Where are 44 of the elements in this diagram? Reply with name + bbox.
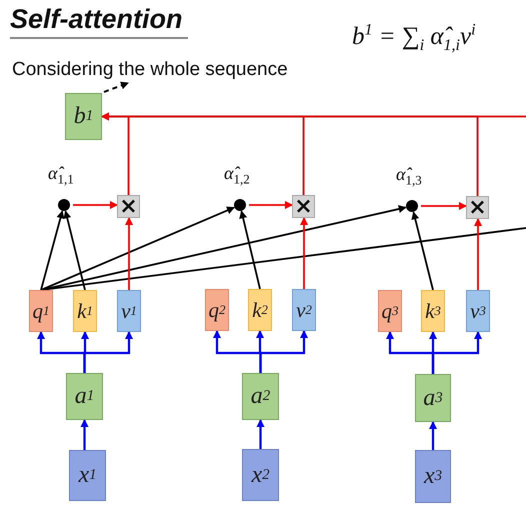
value-box: v$^{2}$ bbox=[292, 289, 316, 331]
key-box: k$^{3}$ bbox=[421, 290, 445, 332]
multiply-box: × bbox=[292, 195, 315, 218]
arrow bbox=[40, 206, 235, 291]
arrow bbox=[239, 210, 261, 290]
embedding-box: a$^{1}$ bbox=[66, 373, 103, 420]
arrow bbox=[249, 201, 293, 209]
arrow bbox=[300, 217, 308, 289]
formula: b$^{1}$ = ∑$_{i}$ α̂$_{1,i}$v$^{i}$ bbox=[352, 22, 476, 56]
attention-score-label: α̂$_{1,3}$ bbox=[396, 164, 422, 189]
key-box: k$^{1}$ bbox=[73, 290, 97, 332]
multiply-box: × bbox=[117, 195, 140, 218]
attention-score-label: α̂$_{1,1}$ bbox=[48, 163, 74, 188]
arrow bbox=[73, 201, 118, 209]
embedding-box: a$^{3}$ bbox=[415, 374, 451, 422]
title: Self-attention bbox=[10, 4, 188, 39]
arrow bbox=[256, 419, 264, 449]
arrow bbox=[83, 331, 133, 373]
value-box: v$^{1}$ bbox=[117, 290, 141, 332]
value-box: v$^{3}$ bbox=[466, 290, 490, 332]
arrow bbox=[259, 330, 308, 373]
arrow bbox=[101, 112, 526, 120]
arrow bbox=[474, 218, 482, 290]
input-box: x$^{1}$ bbox=[69, 450, 106, 501]
caption-text: Considering the whole sequence bbox=[12, 58, 288, 82]
multiply-box: × bbox=[466, 196, 489, 219]
dashed-arrow bbox=[104, 82, 129, 93]
arrow bbox=[411, 211, 434, 290]
query-box: q$^{2}$ bbox=[205, 289, 229, 331]
arrow bbox=[429, 421, 437, 450]
embedding-box: a$^{2}$ bbox=[242, 373, 279, 420]
arrow bbox=[421, 202, 467, 210]
query-box: q$^{3}$ bbox=[378, 290, 402, 332]
arrow bbox=[125, 217, 133, 290]
output-box: b$^{1}$ bbox=[65, 93, 102, 140]
key-box: k$^{2}$ bbox=[248, 289, 272, 331]
arrow bbox=[40, 210, 64, 290]
input-box: x$^{2}$ bbox=[242, 449, 279, 501]
input-box: x$^{3}$ bbox=[415, 450, 451, 503]
arrow bbox=[432, 331, 482, 374]
query-box: q$^{1}$ bbox=[29, 290, 53, 332]
arrow bbox=[63, 210, 86, 290]
attention-score-label: α̂$_{1,2}$ bbox=[224, 163, 250, 188]
arrow bbox=[80, 419, 88, 450]
